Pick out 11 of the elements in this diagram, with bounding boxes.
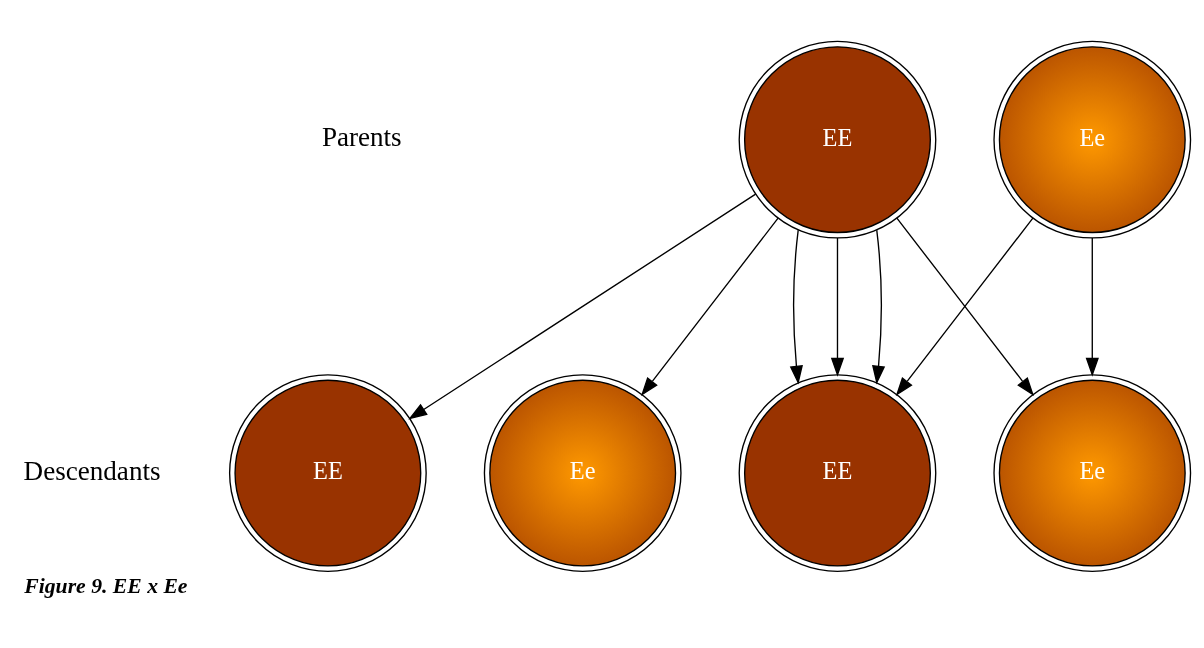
arrow [872, 229, 886, 385]
caption: Figure 9. EE x Ee [24, 573, 188, 598]
label: Parents [321, 122, 402, 153]
arrow [830, 237, 845, 377]
arrow [1085, 237, 1099, 377]
node-circle: Ee [993, 40, 1192, 239]
arrow [789, 229, 803, 385]
arrow [408, 193, 757, 420]
arrow [640, 217, 779, 397]
node-circle: EE [738, 40, 937, 239]
label: Descendants [23, 455, 161, 486]
